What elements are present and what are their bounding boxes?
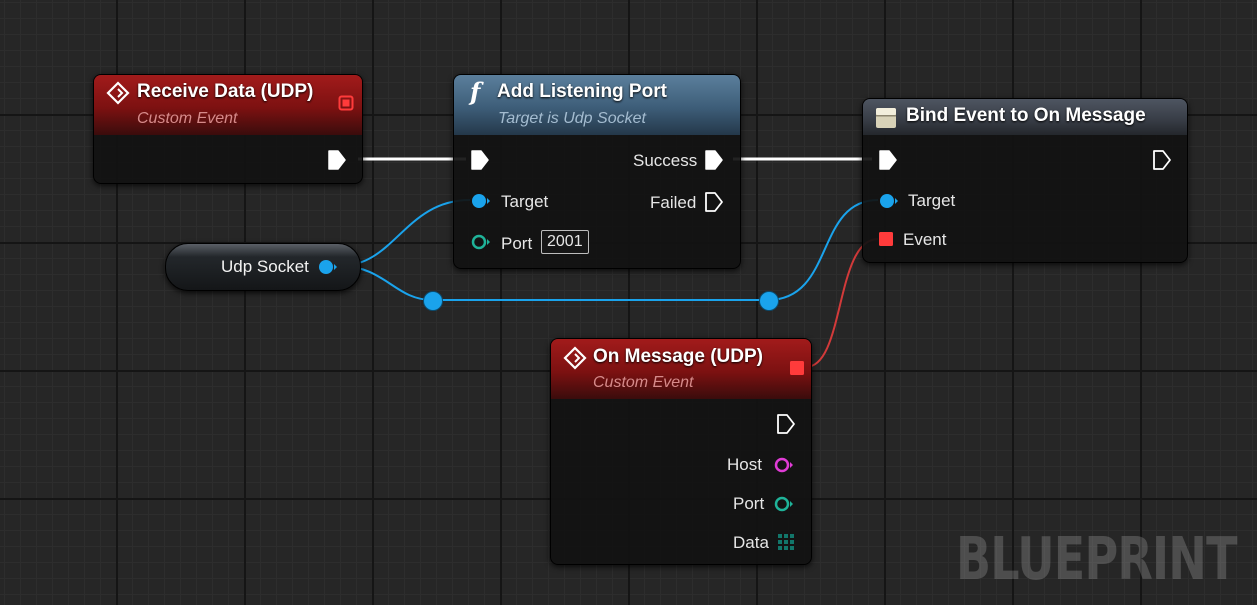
port-pin-label: Port	[733, 494, 765, 513]
node-title: Add Listening Port	[497, 81, 667, 102]
exec-out-pin-icon[interactable]	[327, 149, 347, 171]
function-icon: f	[470, 77, 481, 106]
object-target-pin-icon[interactable]	[878, 192, 900, 210]
node-subtitle: Custom Event	[137, 110, 238, 127]
host-pin-label: Host	[727, 455, 762, 474]
exec-out-pin-icon[interactable]	[776, 413, 796, 435]
event-pin-label: Event	[903, 230, 947, 249]
exec-in-pin-icon[interactable]	[470, 149, 490, 171]
bind-event-node[interactable]: Bind Event to On Message Target Event	[862, 98, 1188, 263]
node-header	[863, 99, 1187, 135]
delegate-pin-icon[interactable]	[789, 360, 805, 376]
struct-port-pin-icon[interactable]	[470, 233, 492, 251]
node-header	[551, 339, 811, 399]
add-listening-port-node[interactable]: f Add Listening Port Target is Udp Socke…	[453, 74, 741, 269]
node-header	[94, 75, 362, 135]
node-title: On Message (UDP)	[593, 346, 763, 367]
object-target-pin-icon[interactable]	[470, 192, 492, 210]
node-title: Bind Event to On Message	[906, 105, 1146, 126]
exec-failed-pin-icon[interactable]	[704, 191, 724, 213]
variable-label: Udp Socket	[221, 257, 309, 276]
on-message-event-node[interactable]: On Message (UDP) Custom Event Host Port …	[550, 338, 812, 565]
byte-array-data-pin-icon[interactable]	[778, 534, 795, 551]
udp-socket-variable-node[interactable]: Udp Socket	[165, 243, 361, 291]
success-pin-label: Success	[633, 151, 698, 170]
node-title: Receive Data (UDP)	[137, 81, 314, 102]
string-host-pin-icon[interactable]	[773, 456, 795, 474]
receive-data-event-node[interactable]: Receive Data (UDP) Custom Event	[93, 74, 363, 184]
exec-out-pin-icon[interactable]	[1152, 149, 1172, 171]
delegate-event-pin-icon[interactable]	[878, 231, 894, 247]
bind-event-icon	[876, 108, 896, 128]
node-header	[454, 75, 740, 135]
reroute-knot-right[interactable]	[759, 291, 779, 311]
reroute-knot-left[interactable]	[423, 291, 443, 311]
target-pin-label: Target	[908, 191, 956, 210]
event-diamond-icon	[106, 81, 130, 105]
data-pin-label: Data	[733, 533, 769, 552]
port-value-input[interactable]: 2001	[541, 230, 589, 254]
node-subtitle: Target is Udp Socket	[498, 110, 646, 127]
struct-port-pin-icon[interactable]	[773, 495, 795, 513]
exec-success-pin-icon[interactable]	[704, 149, 724, 171]
delegate-pin-icon[interactable]	[338, 95, 354, 111]
failed-pin-label: Failed	[650, 193, 697, 212]
event-diamond-icon	[563, 346, 587, 370]
target-pin-label: Target	[501, 192, 549, 211]
object-wire-socket-to-add-target[interactable]	[339, 199, 471, 267]
exec-in-pin-icon[interactable]	[878, 149, 898, 171]
blueprint-watermark: BLUEPRINT	[956, 524, 1238, 593]
object-out-pin-icon[interactable]	[317, 258, 339, 276]
node-subtitle: Custom Event	[593, 374, 694, 391]
port-pin-label: Port	[501, 234, 533, 253]
